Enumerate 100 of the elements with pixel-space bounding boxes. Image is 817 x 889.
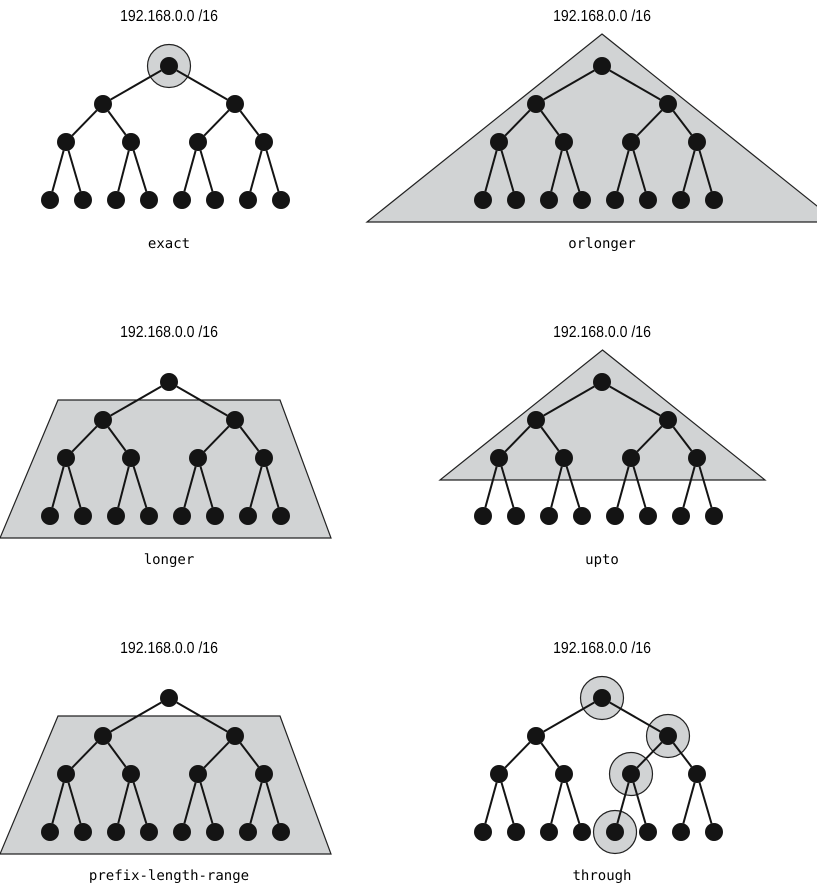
tree-edge — [566, 466, 580, 508]
tree-node — [540, 823, 558, 841]
tree-edge — [500, 466, 514, 508]
tree-edge — [117, 466, 130, 508]
tree-edge — [504, 742, 530, 768]
tree-edge — [682, 466, 696, 508]
tree-edge — [68, 782, 82, 824]
tree-node — [705, 507, 723, 525]
tree-edge — [132, 782, 148, 824]
tree-node — [606, 507, 624, 525]
tree-edge — [543, 702, 595, 732]
tree-node — [206, 191, 224, 209]
prefix-label: 192.168.0.0 /16 — [553, 640, 651, 657]
tree-edge — [550, 150, 563, 192]
tree-node — [94, 95, 112, 113]
tree-edge — [632, 150, 646, 192]
tree-node — [255, 133, 273, 151]
highlight-circle — [646, 714, 690, 758]
highlight-circle — [593, 810, 637, 854]
tree-node — [239, 191, 257, 209]
tree-edge — [672, 742, 692, 768]
tree-edge — [240, 110, 260, 136]
tree-node — [639, 507, 657, 525]
prefix-label: 192.168.0.0 /16 — [120, 8, 218, 25]
tree-edge — [698, 782, 712, 824]
tree-node — [226, 95, 244, 113]
prefix-label: 192.168.0.0 /16 — [120, 640, 218, 657]
tree-edge — [110, 70, 162, 100]
tree-edge — [566, 782, 580, 824]
tree-edge — [682, 150, 696, 192]
tree-edge — [484, 782, 498, 824]
tree-edge — [636, 742, 662, 768]
tree-node — [122, 133, 140, 151]
tree-edge — [616, 782, 630, 824]
tree-node — [140, 191, 158, 209]
tree-edge — [616, 466, 630, 508]
match-type-label: orlonger — [568, 236, 636, 252]
tree-edge — [132, 150, 148, 192]
highlight-circle — [609, 752, 653, 796]
tree-edge — [632, 466, 646, 508]
tree-edge — [484, 466, 498, 508]
tree-edge — [636, 110, 662, 136]
tree-edge — [550, 466, 563, 508]
tree-edge — [68, 466, 82, 508]
tree-edge — [183, 150, 197, 192]
highlight-circle — [580, 676, 624, 720]
shaded-trapezoid — [0, 716, 331, 854]
tree-node — [173, 191, 191, 209]
tree-node — [272, 191, 290, 209]
tree-edge — [543, 70, 595, 100]
tree-edge — [540, 426, 560, 452]
tree-edge — [543, 386, 595, 416]
tree-edge — [682, 782, 696, 824]
tree-node — [474, 823, 492, 841]
tree-edge — [204, 426, 230, 452]
tree-edge — [117, 782, 130, 824]
tree-edge — [266, 150, 280, 192]
tree-edge — [204, 110, 230, 136]
tree-edge — [176, 702, 228, 732]
tree-node — [490, 765, 508, 783]
tree-node — [507, 507, 525, 525]
tree-edge — [200, 466, 214, 508]
tree-edge — [672, 426, 692, 452]
shaded-triangle — [440, 350, 764, 480]
tree-node — [555, 765, 573, 783]
tree-node — [573, 823, 591, 841]
match-type-label: through — [572, 868, 632, 884]
tree-edge — [698, 466, 712, 508]
tree-edge — [132, 466, 148, 508]
tree-edge — [72, 742, 98, 768]
match-type-label: exact — [148, 236, 190, 252]
tree-edge — [204, 742, 230, 768]
tree-edge — [566, 150, 580, 192]
tree-node — [107, 191, 125, 209]
tree-edge — [609, 70, 661, 100]
tree-edge — [249, 782, 263, 824]
tree-edge — [72, 426, 98, 452]
tree-edge — [240, 426, 260, 452]
tree-node — [160, 689, 178, 707]
tree-edge — [249, 150, 263, 192]
tree-node — [672, 823, 690, 841]
tree-edge — [266, 466, 280, 508]
tree-edge — [540, 742, 560, 768]
tree-edge — [504, 426, 530, 452]
tree-node — [507, 823, 525, 841]
highlight-circle — [147, 44, 191, 88]
tree-edge — [200, 782, 214, 824]
tree-edge — [500, 150, 514, 192]
tree-edge — [672, 110, 692, 136]
tree-edge — [51, 782, 65, 824]
tree-edge — [484, 150, 498, 192]
tree-node — [160, 373, 178, 391]
tree-edge — [540, 110, 560, 136]
prefix-label: 192.168.0.0 /16 — [553, 8, 651, 25]
tree-edge — [72, 110, 98, 136]
prefix-label: 192.168.0.0 /16 — [553, 324, 651, 341]
tree-node — [527, 727, 545, 745]
tree-edge — [504, 110, 530, 136]
tree-edge — [266, 782, 280, 824]
tree-edge — [609, 702, 661, 732]
